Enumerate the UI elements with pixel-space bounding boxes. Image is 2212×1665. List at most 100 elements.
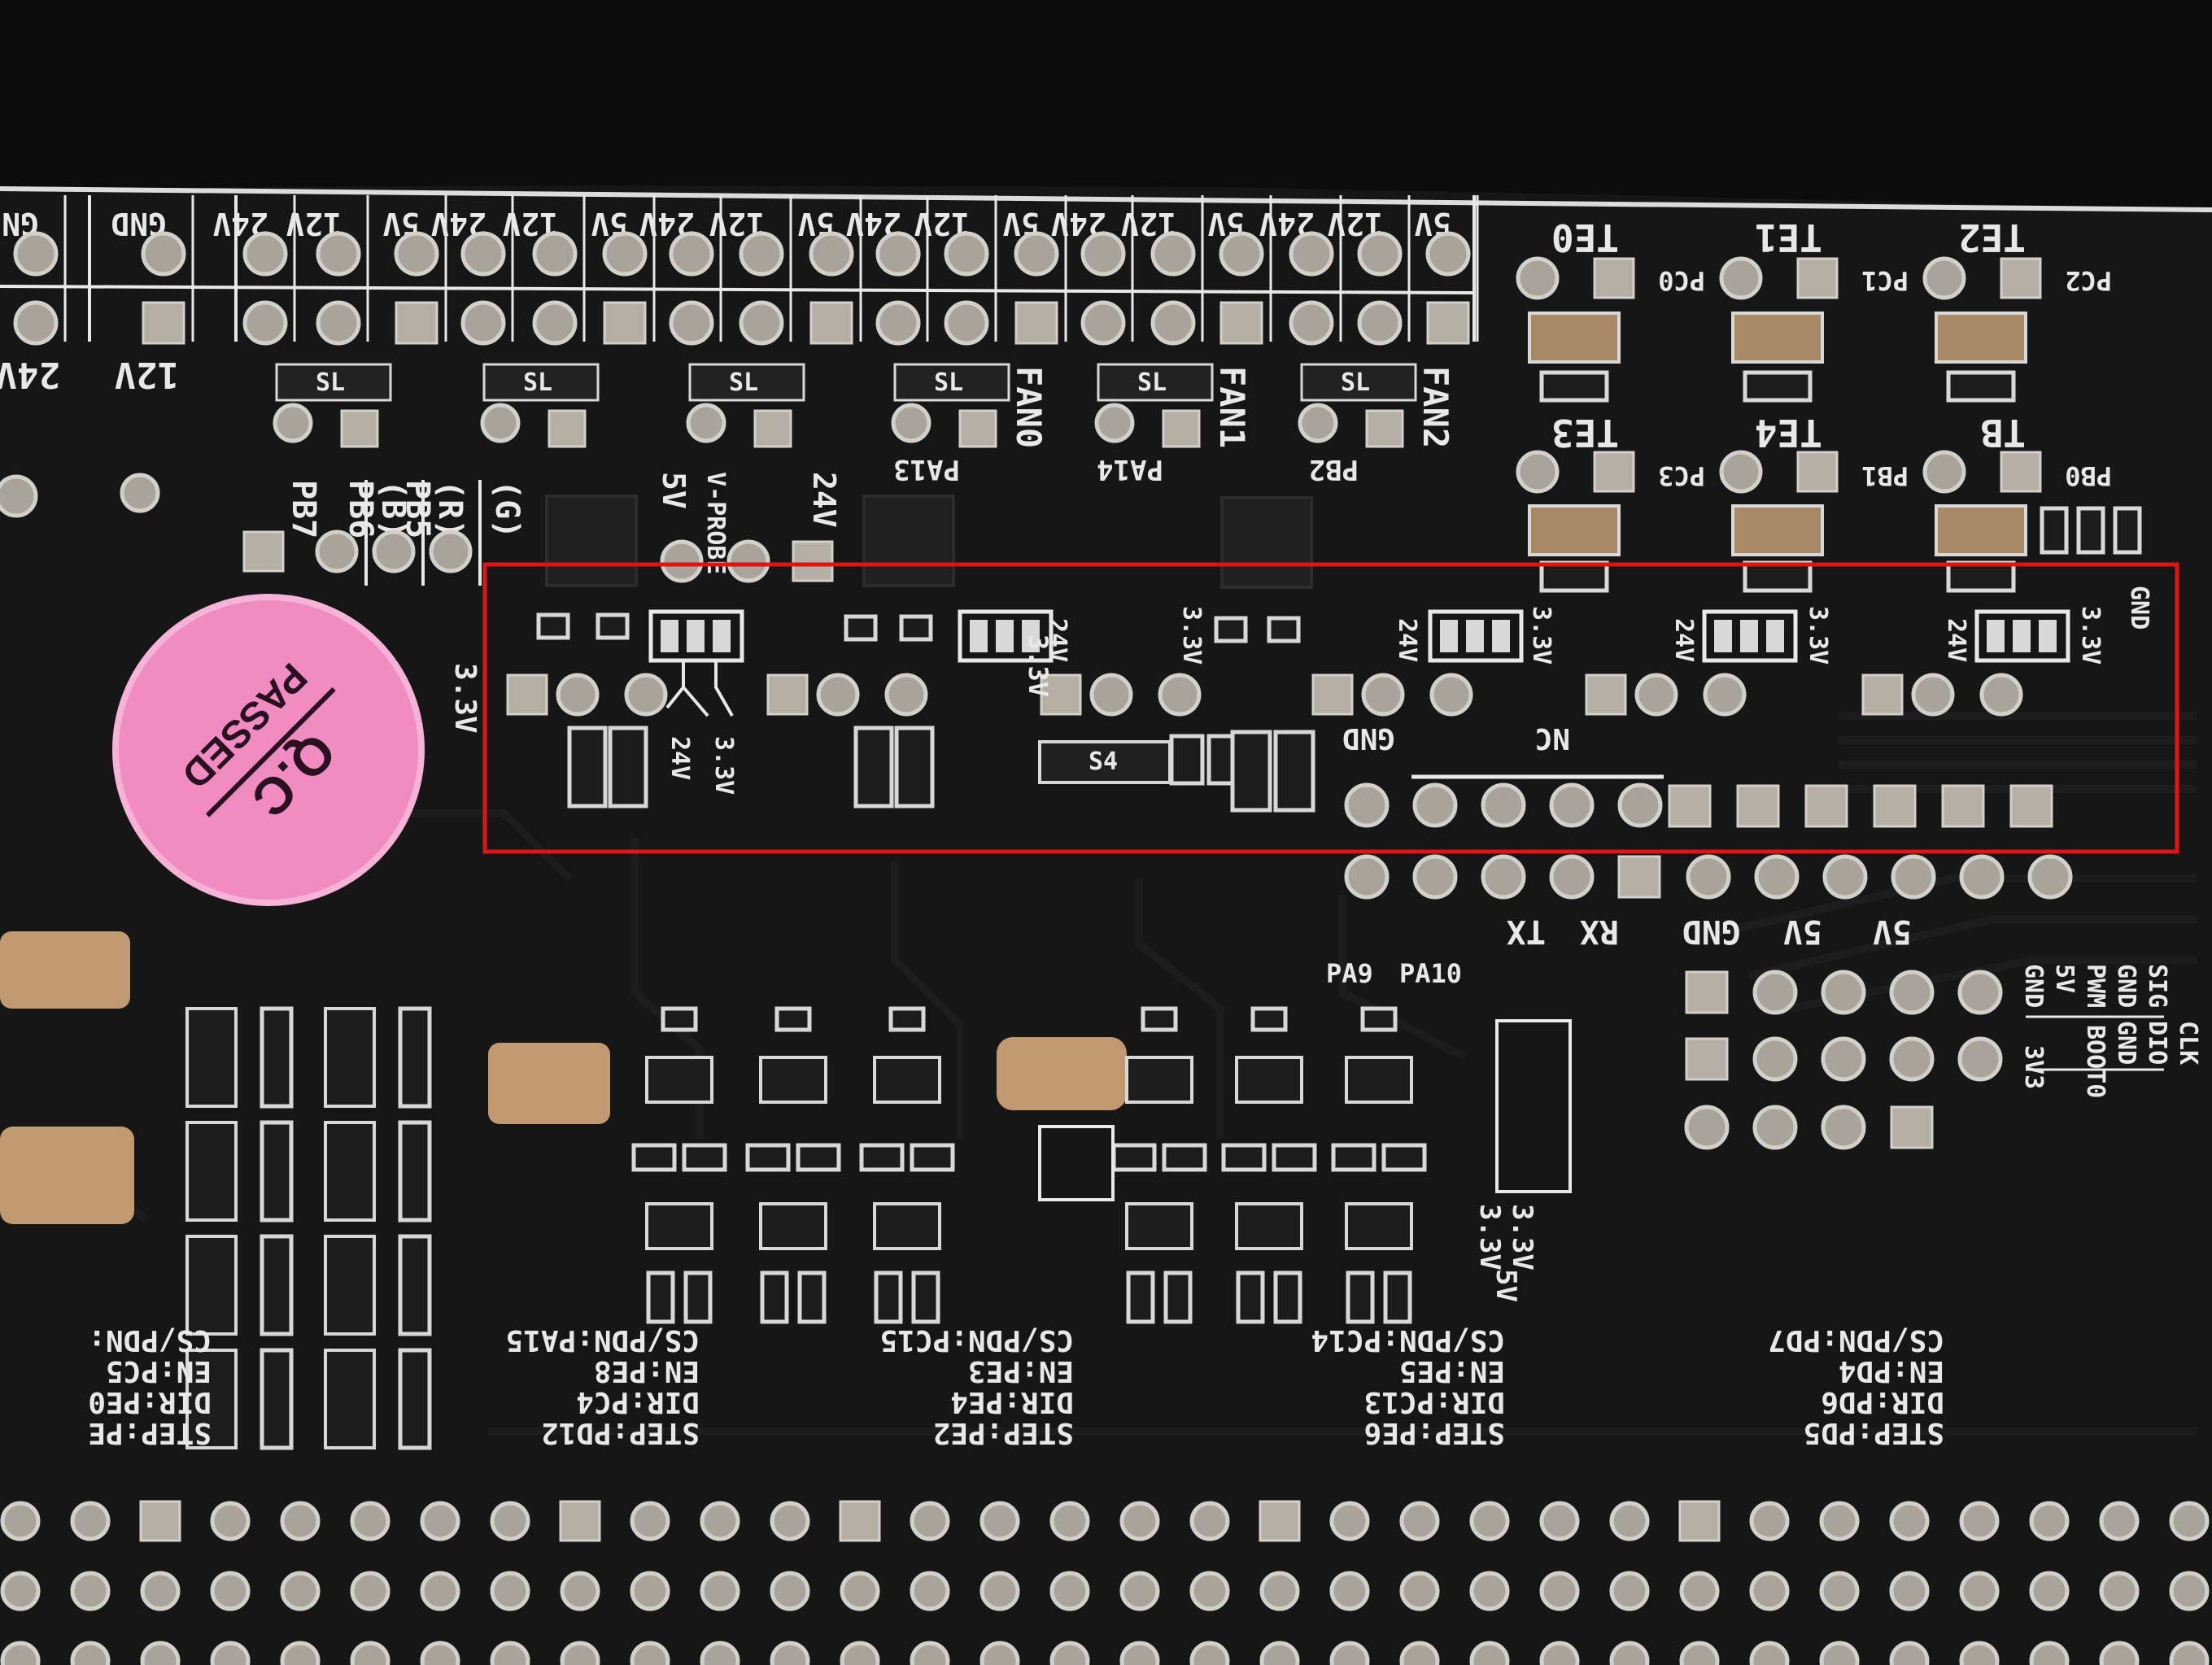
bottom-pad (1189, 1571, 1230, 1611)
therm-pad (1593, 451, 1635, 493)
bottom-pad (1329, 1571, 1370, 1611)
driver-left-sot (324, 1235, 376, 1336)
fet-pad (891, 403, 931, 443)
fan2-label: FAN2 (1416, 366, 1455, 448)
therm-pin: PC1 (1861, 265, 1909, 296)
driver-res (1273, 1271, 1302, 1324)
res-r2 (1273, 730, 1315, 813)
header-pad-top (532, 231, 578, 277)
driver-label: CS/PDN:PA15 (506, 1323, 700, 1357)
header-pad-bottom (669, 300, 714, 346)
swd-label-boot0: BOOT0 (2081, 1025, 2109, 1098)
bottom-pad (1679, 1641, 1720, 1665)
bottom-pad (1259, 1500, 1301, 1542)
header-pad-top (13, 231, 59, 277)
header-pad-bottom (395, 301, 438, 345)
header-pad-top (1425, 231, 1471, 277)
driver-label: DIR:PC4 (576, 1385, 700, 1419)
jumper-pad (1714, 620, 1732, 652)
bottom-pad (1119, 1641, 1160, 1665)
driver-sot23 (1345, 1202, 1413, 1250)
bottom-pad (2099, 1501, 2140, 1541)
swd-label-pwm: PWM (2081, 964, 2109, 1008)
bottom-pad (70, 1501, 111, 1541)
driver-left-res (398, 1120, 432, 1223)
mosfet-2 (862, 495, 955, 587)
driver-res (1381, 1143, 1427, 1172)
row-label-12v: 12V (115, 354, 179, 395)
bottom-pad (210, 1571, 251, 1611)
swd-label-clk: CLK (2174, 1021, 2202, 1065)
res-r1 (1230, 730, 1272, 813)
bottom-pad (770, 1571, 810, 1611)
bottom-pad (2169, 1501, 2210, 1541)
endstop-pad (1634, 673, 1678, 717)
driver-res (1111, 1143, 1157, 1172)
swd-pad (1957, 970, 2003, 1015)
driver-res (745, 1143, 791, 1172)
left-pad-1 (0, 474, 38, 518)
v-probe: 5V V-PROBE 24V (656, 472, 842, 583)
therm-pad (1719, 450, 1763, 494)
fet-label: SL (1137, 368, 1167, 397)
bottom-pad (1049, 1501, 1090, 1541)
bottom-pad (210, 1641, 251, 1665)
bottom-pad (350, 1641, 390, 1665)
endstop-pad (884, 673, 928, 717)
driver-cap (661, 1006, 698, 1032)
driver-res (1236, 1271, 1265, 1324)
driver-left-sot (185, 1235, 238, 1336)
endstop-pad (1361, 673, 1405, 717)
fet-pad (548, 409, 587, 448)
bottom-pad (1749, 1641, 1790, 1665)
jumper-pad (1022, 620, 1040, 652)
smd-small (844, 614, 878, 642)
probe-pad-1 (660, 539, 704, 583)
header-pad-bottom (1014, 301, 1058, 345)
bottom-pad (2099, 1571, 2140, 1611)
driver-left-sot (324, 1121, 376, 1222)
driver-left-sot (324, 1349, 376, 1449)
swd-pad (1889, 970, 1935, 1015)
therm-name: TE2 (1958, 216, 2026, 259)
bottom-pad (70, 1571, 111, 1611)
therm-cap (1935, 504, 2027, 556)
nc-pad-round (1549, 782, 1595, 828)
probe-pad-2 (726, 539, 770, 583)
swd-pad (1752, 1036, 1798, 1082)
header-pad-bottom (809, 301, 853, 345)
cap-1 (1169, 734, 1205, 786)
endstop-pad (816, 673, 860, 717)
probe-5v-label: 5V (656, 472, 692, 509)
therm-pad (2000, 451, 2042, 493)
therm-pin: PC3 (1658, 460, 1705, 491)
driver-res (760, 1271, 789, 1324)
header-pad-bottom (875, 300, 921, 346)
driver-left-res (260, 1348, 294, 1450)
rgb-color-3: (G) (488, 480, 526, 538)
fet-pad (686, 403, 726, 443)
endstop-pad (1158, 673, 1202, 717)
bottom-pad (839, 1500, 881, 1542)
swd-pad (1752, 1105, 1798, 1150)
fan0-pin: PA13 (893, 453, 960, 486)
smd-small (536, 612, 570, 640)
driver-label: EN:PE5 (1399, 1354, 1505, 1388)
nc-label: NC (1535, 721, 1570, 755)
bottom-pad (140, 1571, 181, 1611)
therm-pad (1796, 451, 1839, 493)
header-pad-bottom (603, 301, 647, 345)
driver-cap (774, 1006, 812, 1032)
swd-pad (1889, 1036, 1935, 1082)
highlight-box (482, 562, 2179, 854)
driver-left-sot (324, 1007, 376, 1108)
bottom-pad (1119, 1501, 1160, 1541)
lower-pad (1891, 854, 1936, 900)
driver-label: CS/PDN:PC14 (1311, 1323, 1505, 1357)
header-pad-top (739, 231, 784, 277)
therm-pad (2000, 257, 2042, 299)
driver-label: DIR:PE0 (88, 1385, 212, 1419)
pour-1 (0, 931, 130, 1009)
